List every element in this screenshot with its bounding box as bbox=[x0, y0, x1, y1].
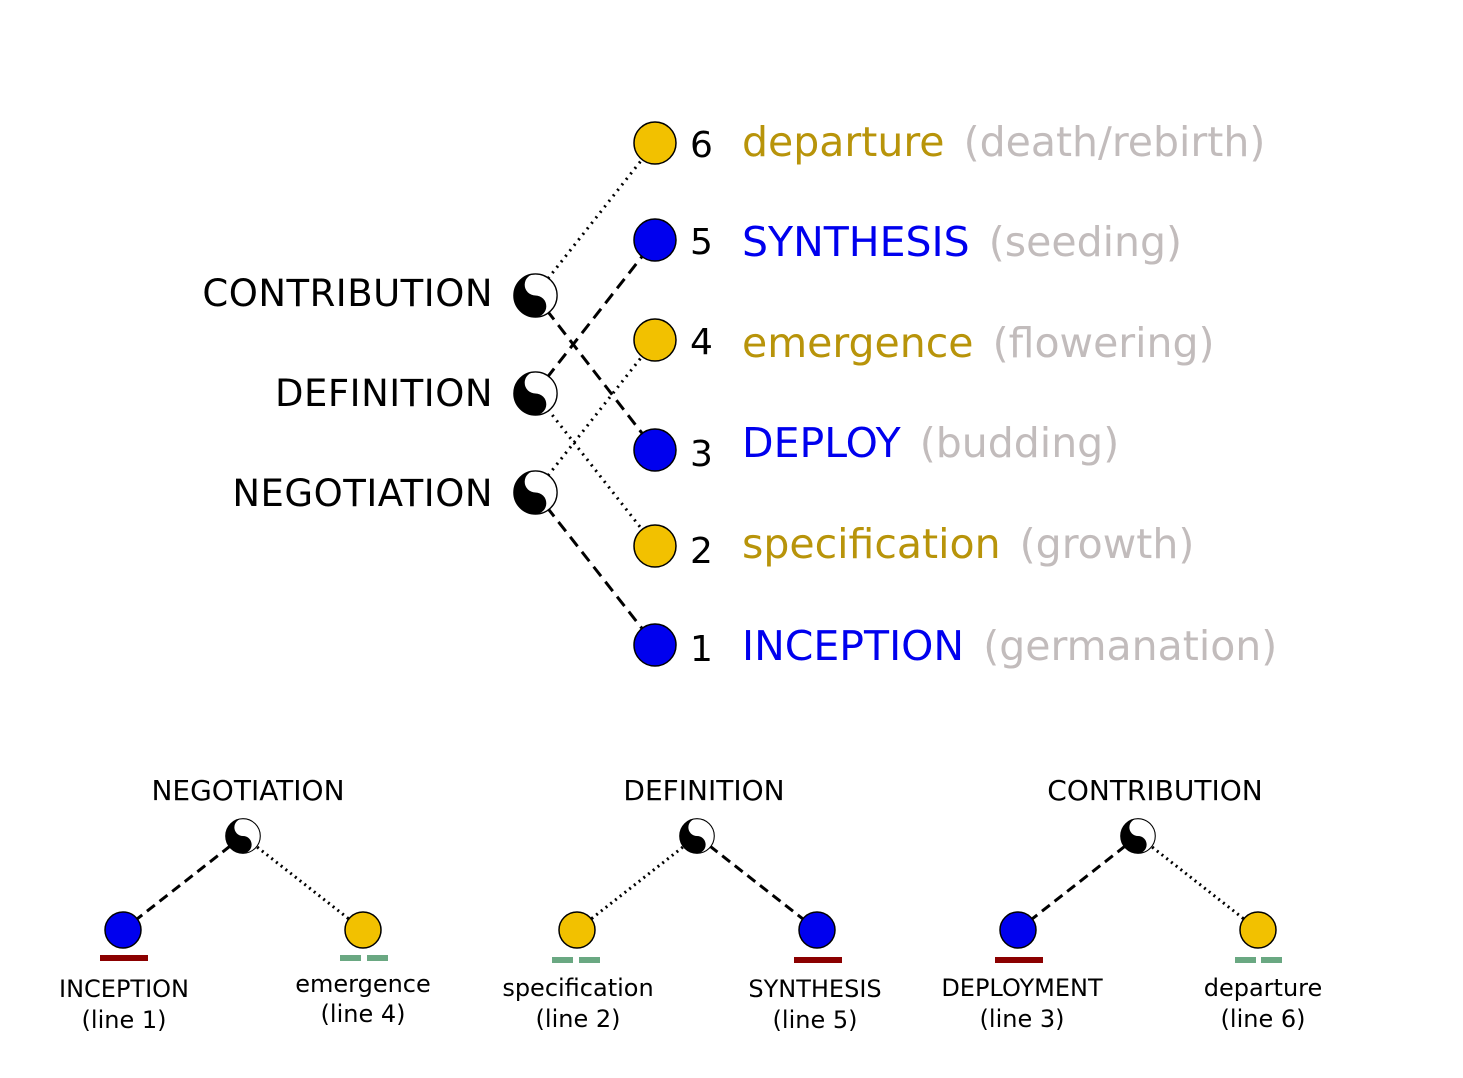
left-name: INCEPTION bbox=[59, 975, 189, 1003]
dotted-link bbox=[1137, 834, 1259, 932]
subdiagram-title: CONTRIBUTION bbox=[1047, 774, 1262, 807]
line-qualifier: (growth) bbox=[1020, 520, 1195, 568]
dashed-link bbox=[1017, 834, 1139, 932]
pair-definition: DEFINITION bbox=[275, 371, 558, 416]
dotted-link bbox=[576, 834, 698, 932]
yang-dot bbox=[633, 428, 677, 472]
subdiagram-contribution: CONTRIBUTION DEPLOYMENT (line 3) departu… bbox=[941, 774, 1322, 1033]
dotted-link bbox=[242, 834, 364, 932]
yin-yang-icon bbox=[1120, 818, 1156, 854]
right-name: departure bbox=[1204, 974, 1323, 1002]
pair-label: CONTRIBUTION bbox=[202, 272, 493, 315]
yang-dot bbox=[798, 911, 836, 949]
yin-line-bar-right bbox=[367, 955, 388, 961]
line-name: departure bbox=[742, 118, 945, 166]
yin-yang-icon bbox=[513, 273, 558, 318]
dashed-link bbox=[122, 834, 244, 932]
line-label: SYNTHESIS (seeding) bbox=[742, 218, 1182, 266]
right-line: (line 6) bbox=[1221, 1005, 1306, 1033]
yin-line-bar-right bbox=[1261, 957, 1282, 963]
line-label: INCEPTION (germanation) bbox=[742, 622, 1277, 670]
dashed-link bbox=[696, 834, 818, 932]
yin-line-bar-right bbox=[579, 957, 600, 963]
negotiation-to-line-4 bbox=[533, 339, 657, 493]
left-line: (line 3) bbox=[980, 1005, 1065, 1033]
yang-dot bbox=[999, 911, 1037, 949]
line-label: DEPLOY (budding) bbox=[742, 419, 1119, 467]
line-number: 3 bbox=[690, 434, 713, 475]
pair-contribution: CONTRIBUTION bbox=[202, 272, 558, 318]
line-name: INCEPTION bbox=[742, 622, 964, 670]
line-name: SYNTHESIS bbox=[742, 218, 970, 266]
yin-yang-icon bbox=[513, 470, 558, 515]
line-5-row: 5 SYNTHESIS (seeding) bbox=[633, 218, 1182, 266]
line-number: 2 bbox=[690, 531, 713, 572]
line-name: specification bbox=[742, 520, 1001, 568]
line-qualifier: (flowering) bbox=[993, 319, 1215, 367]
contribution-to-line-3 bbox=[533, 294, 657, 451]
line-6-row: 6 departure (death/rebirth) bbox=[633, 118, 1265, 166]
line-label: specification (growth) bbox=[742, 520, 1194, 568]
line-number: 6 bbox=[690, 125, 713, 166]
left-line: (line 1) bbox=[82, 1006, 167, 1034]
yin-yang-icon bbox=[513, 371, 558, 416]
line-qualifier: (seeding) bbox=[989, 218, 1182, 266]
line-qualifier: (germanation) bbox=[983, 622, 1277, 670]
right-line: (line 4) bbox=[321, 1000, 406, 1028]
yin-dot bbox=[633, 121, 677, 165]
line-number: 1 bbox=[690, 629, 713, 670]
yang-line-bar bbox=[794, 957, 842, 963]
yin-dot bbox=[558, 911, 596, 949]
line-number: 4 bbox=[690, 322, 713, 363]
negotiation-to-line-1 bbox=[533, 491, 657, 646]
yin-line-bar-left bbox=[552, 957, 573, 963]
subdiagram-title: DEFINITION bbox=[623, 774, 784, 807]
yang-line-bar bbox=[995, 957, 1043, 963]
subdiagram-negotiation: NEGOTIATION INCEPTION (line 1) emergence… bbox=[59, 774, 431, 1034]
left-name: DEPLOYMENT bbox=[941, 974, 1103, 1002]
right-line: (line 5) bbox=[773, 1006, 858, 1034]
pair-negotiation: NEGOTIATION bbox=[232, 470, 558, 515]
pair-label: DEFINITION bbox=[275, 372, 493, 415]
yang-line-bar bbox=[100, 955, 148, 961]
yin-dot bbox=[344, 911, 382, 949]
yin-dot bbox=[1239, 911, 1277, 949]
line-name: DEPLOY bbox=[742, 419, 902, 467]
left-name: specification bbox=[502, 974, 653, 1002]
yin-yang-icon bbox=[679, 818, 715, 854]
line-name: emergence bbox=[742, 319, 974, 367]
subdiagram-definition: DEFINITION specification (line 2) SYNTHE… bbox=[502, 774, 881, 1034]
pair-label: NEGOTIATION bbox=[232, 472, 493, 515]
right-name: SYNTHESIS bbox=[748, 975, 881, 1003]
definition-to-line-2 bbox=[533, 392, 657, 547]
yang-dot bbox=[633, 218, 677, 262]
line-1-row: 1 INCEPTION (germanation) bbox=[633, 622, 1277, 670]
line-label: emergence (flowering) bbox=[742, 319, 1215, 367]
line-2-row: 2 specification (growth) bbox=[633, 520, 1194, 572]
definition-to-line-5 bbox=[533, 239, 657, 394]
line-qualifier: (death/rebirth) bbox=[964, 118, 1266, 166]
yang-dot bbox=[104, 911, 142, 949]
yin-dot bbox=[633, 524, 677, 568]
yin-line-bar-left bbox=[1235, 957, 1256, 963]
left-line: (line 2) bbox=[536, 1005, 621, 1033]
line-label: departure (death/rebirth) bbox=[742, 118, 1265, 166]
yang-dot bbox=[633, 623, 677, 667]
connector-lines bbox=[533, 142, 657, 646]
yin-dot bbox=[633, 318, 677, 362]
subdiagram-title: NEGOTIATION bbox=[151, 774, 344, 807]
right-name: emergence bbox=[295, 970, 431, 998]
line-number: 5 bbox=[690, 222, 713, 263]
contribution-to-line-6 bbox=[533, 142, 657, 296]
yin-yang-icon bbox=[225, 818, 261, 854]
line-4-row: 4 emergence (flowering) bbox=[633, 318, 1215, 367]
line-3-row: 3 DEPLOY (budding) bbox=[633, 419, 1119, 475]
line-qualifier: (budding) bbox=[920, 419, 1119, 467]
yin-line-bar-left bbox=[340, 955, 361, 961]
